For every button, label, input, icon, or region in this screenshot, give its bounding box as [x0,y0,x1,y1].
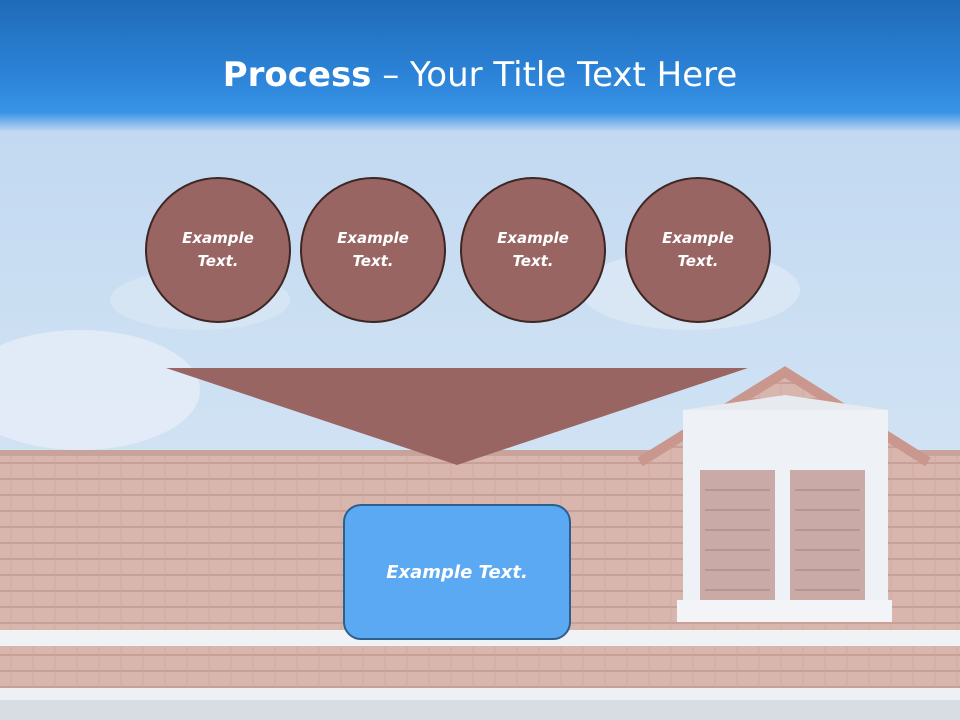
funnel-triangle [166,368,748,465]
step-circle-4-label: Example Text. [662,229,734,270]
result-box: Example Text. [343,504,571,640]
step-circle-1: Example Text. [145,177,291,323]
result-box-label: Example Text. [386,561,528,583]
title-bold: Process [222,55,372,95]
step-circle-3: Example Text. [460,177,606,323]
step-circle-4: Example Text. [625,177,771,323]
step-circle-2-label: Example Text. [337,229,409,270]
step-circle-3-label: Example Text. [497,229,569,270]
step-circle-2: Example Text. [300,177,446,323]
step-circle-1-label: Example Text. [182,229,254,270]
title-bar [0,0,960,132]
title-rest: – Your Title Text Here [371,55,738,95]
slide-title: Process – Your Title Text Here [0,52,960,98]
